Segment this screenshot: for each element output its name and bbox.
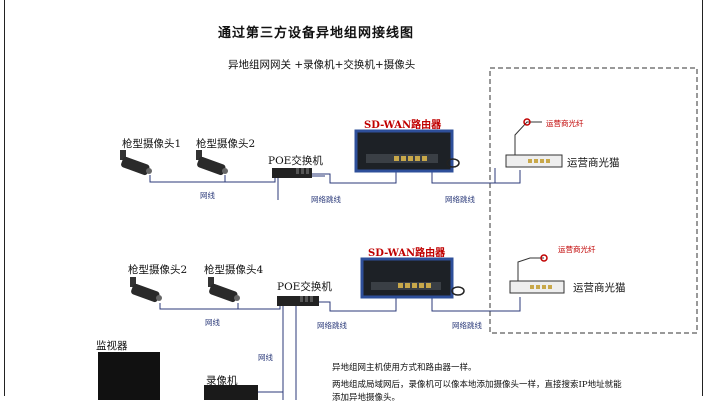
camera-4-icon [208,277,240,303]
power-adapter-1-icon [446,158,460,168]
page-frame [4,0,703,396]
router-1-icon [354,129,454,173]
router-1-label: SD-WAN路由器 [364,120,442,131]
isp-region-box [489,67,698,334]
switch-1-label: POE交换机 [268,155,323,167]
fiber-1-line [514,121,542,155]
fiber-2-label: 运营商光纤 [558,245,596,254]
modem-2-icon [509,280,565,294]
vertical-cable-label: 网线 [258,353,273,362]
router-2-icon [360,257,454,299]
poe-switch-1-icon [272,168,312,178]
power-adapter-2-icon [451,286,465,296]
note-line-2: 两地组成局域网后，录像机可以像本地添加摄像头一样，直接搜索IP地址就能 [332,380,622,390]
modem-2-label: 运营商光猫 [573,282,626,294]
camera-3-icon [130,277,162,303]
poe-switch-2-icon [277,296,319,306]
patch-1a-label: 网络跳线 [311,195,341,204]
note-line-3: 添加异地摄像头。 [332,393,401,403]
camera-4-label: 枪型摄像头4 [204,264,264,276]
cable-1-label: 网线 [200,191,215,200]
patch-2b-label: 网络跳线 [452,321,482,330]
recorder-label: 录像机 [206,375,238,387]
camera-1-label: 枪型摄像头1 [122,138,182,150]
switch-2-label: POE交换机 [277,281,332,293]
diagram-subtitle: 异地组网网关 +录像机+交换机+摄像头 [228,59,416,71]
modem-1-icon [505,154,563,168]
diagram-title: 通过第三方设备异地组网接线图 [218,26,415,41]
camera-3-label: 枪型摄像头2 [128,264,188,276]
monitor-icon [98,352,160,400]
recorder-icon [204,385,258,400]
monitor-label: 监视器 [96,340,128,352]
camera-2-label: 枪型摄像头2 [196,138,256,150]
patch-2a-label: 网络跳线 [317,321,347,330]
fiber-1-marker [523,118,531,126]
fiber-1-label: 运营商光纤 [546,119,584,128]
modem-1-label: 运营商光猫 [567,157,620,169]
group-2-cables [159,296,521,400]
group-1-cables [149,168,521,200]
router-2-label: SD-WAN路由器 [368,248,446,259]
fiber-2-marker [540,254,548,262]
fiber-2-line [517,257,544,281]
camera-2-icon [196,150,228,176]
cable-2-label: 网线 [205,318,220,327]
patch-1b-label: 网络跳线 [445,195,475,204]
camera-1-icon [120,150,152,176]
note-line-1: 异地组网主机使用方式和路由器一样。 [332,363,477,373]
